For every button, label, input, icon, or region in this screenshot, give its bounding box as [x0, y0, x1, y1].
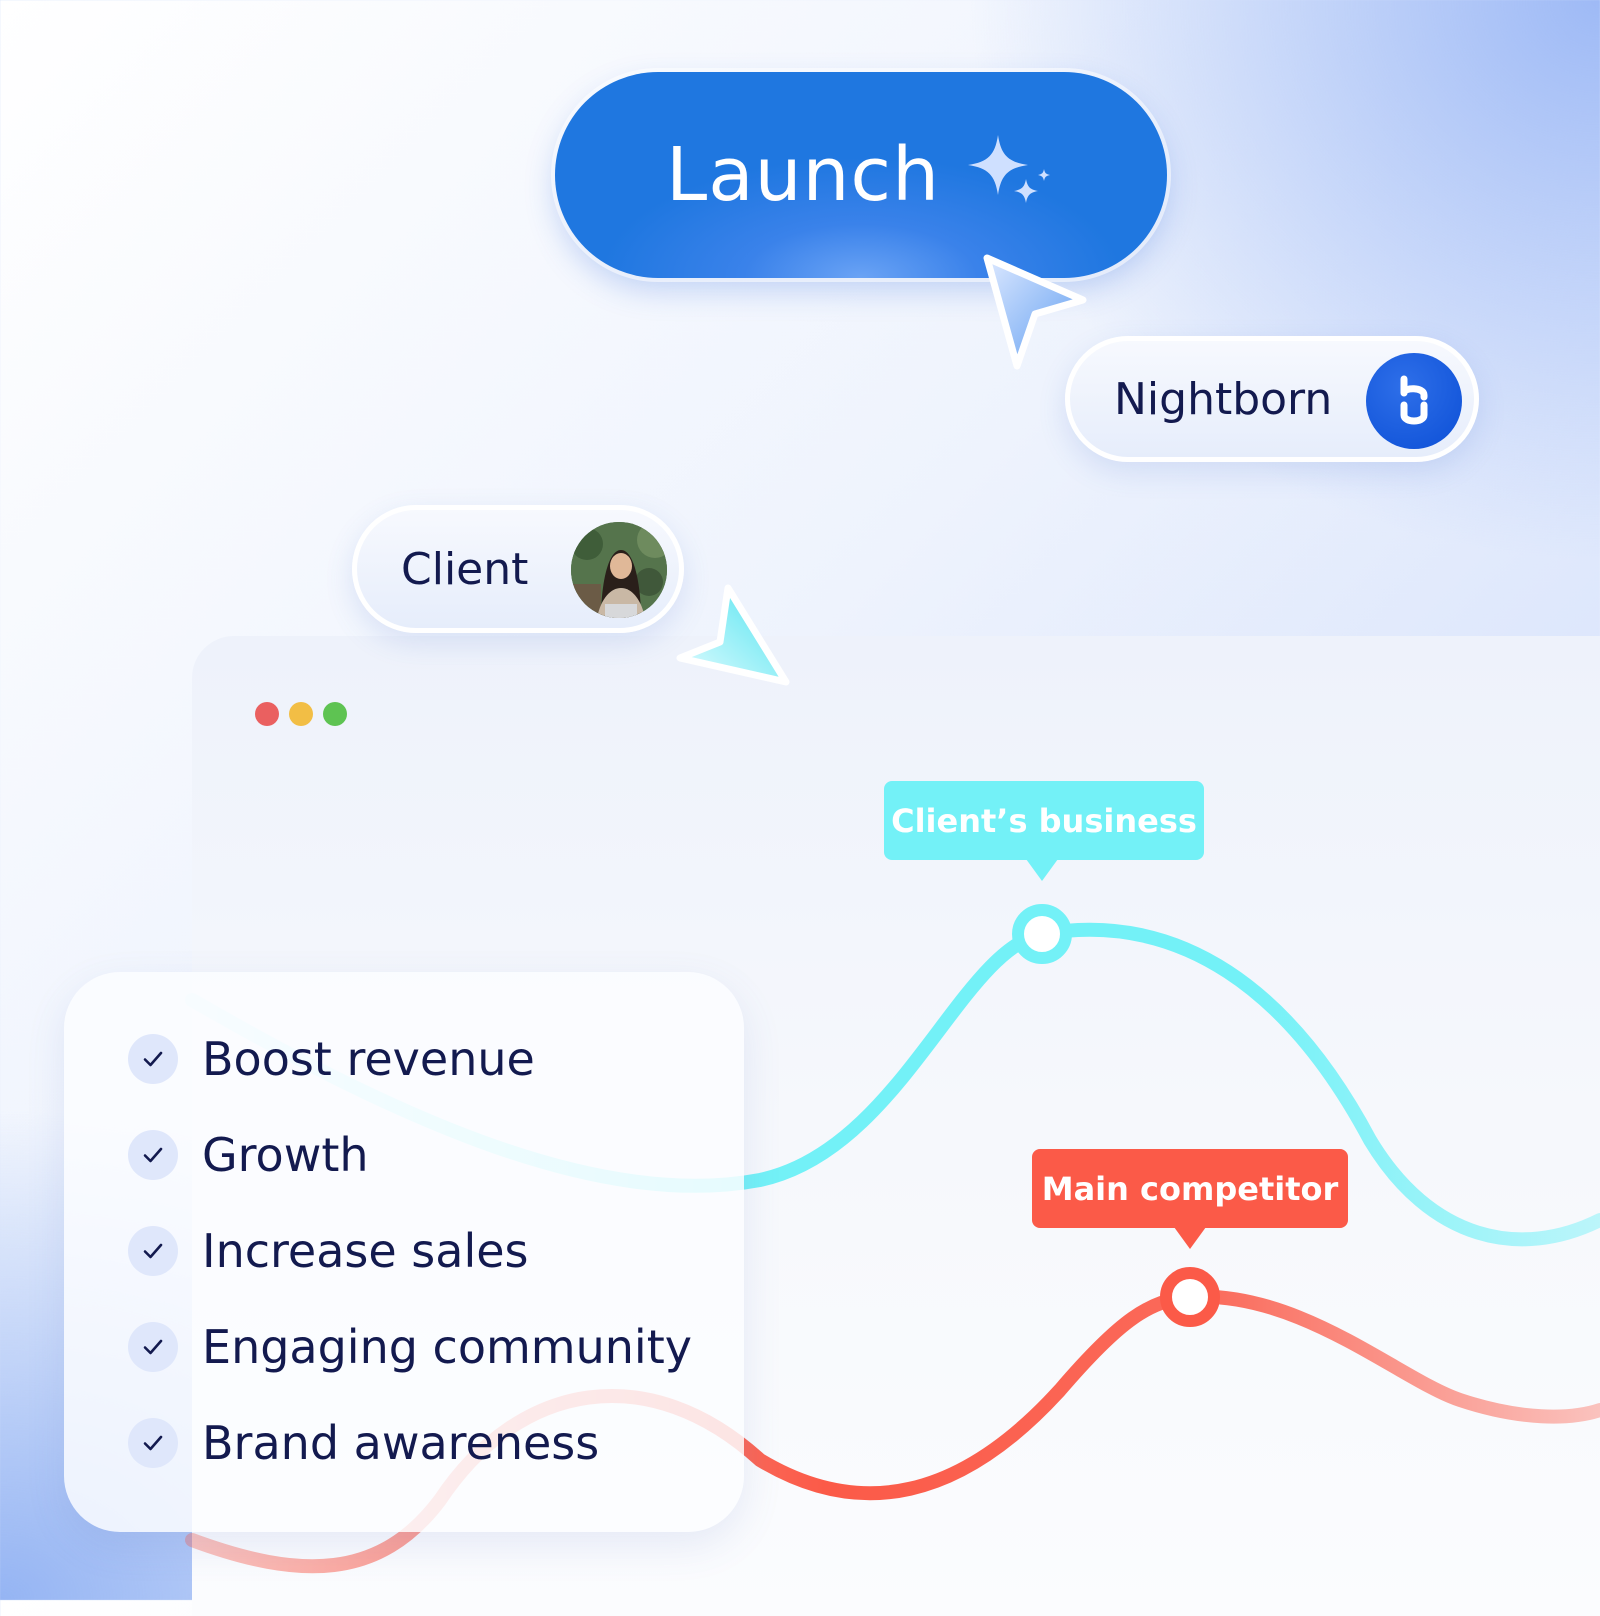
checklist-item: Engaging community — [128, 1320, 692, 1374]
client-tag[interactable]: Client — [352, 505, 684, 633]
launch-button[interactable]: Launch — [555, 72, 1167, 278]
nightborn-tag[interactable]: Nightborn — [1065, 336, 1479, 462]
window-minimize-button[interactable] — [289, 702, 313, 726]
window-close-button[interactable] — [255, 702, 279, 726]
checklist-item: Growth — [128, 1128, 369, 1182]
nightborn-logo-icon — [1366, 353, 1462, 449]
checklist-item: Boost revenue — [128, 1032, 535, 1086]
check-icon — [128, 1418, 178, 1468]
checklist-item-label: Boost revenue — [202, 1032, 535, 1086]
checklist-item-label: Brand awareness — [202, 1416, 600, 1470]
goals-checklist: Boost revenue Growth Increase sales Enga… — [64, 972, 744, 1532]
checklist-item-label: Increase sales — [202, 1224, 529, 1278]
main-competitor-tooltip-pointer — [1174, 1227, 1206, 1249]
check-icon — [128, 1034, 178, 1084]
check-icon — [128, 1226, 178, 1276]
launch-button-label: Launch — [666, 132, 940, 218]
check-icon — [128, 1322, 178, 1372]
client-cursor-icon — [676, 584, 790, 686]
checklist-item-label: Growth — [202, 1128, 369, 1182]
checklist-item: Brand awareness — [128, 1416, 599, 1470]
client-business-label: Client’s business — [891, 801, 1197, 840]
client-business-peak-marker[interactable] — [1012, 904, 1072, 964]
nightborn-label: Nightborn — [1114, 373, 1333, 425]
avatar — [571, 522, 667, 618]
nightborn-cursor-icon — [983, 254, 1087, 370]
client-business-tooltip-pointer — [1026, 859, 1058, 881]
window-maximize-button[interactable] — [323, 702, 347, 726]
sparkle-icon — [967, 135, 1050, 203]
check-icon — [128, 1130, 178, 1180]
main-competitor-peak-marker[interactable] — [1160, 1267, 1220, 1327]
main-competitor-tooltip: Main competitor — [1032, 1149, 1348, 1228]
main-competitor-label: Main competitor — [1041, 1169, 1339, 1208]
client-business-tooltip: Client’s business — [884, 781, 1204, 860]
client-label: Client — [401, 543, 529, 595]
checklist-item: Increase sales — [128, 1224, 529, 1278]
checklist-item-label: Engaging community — [202, 1320, 692, 1374]
